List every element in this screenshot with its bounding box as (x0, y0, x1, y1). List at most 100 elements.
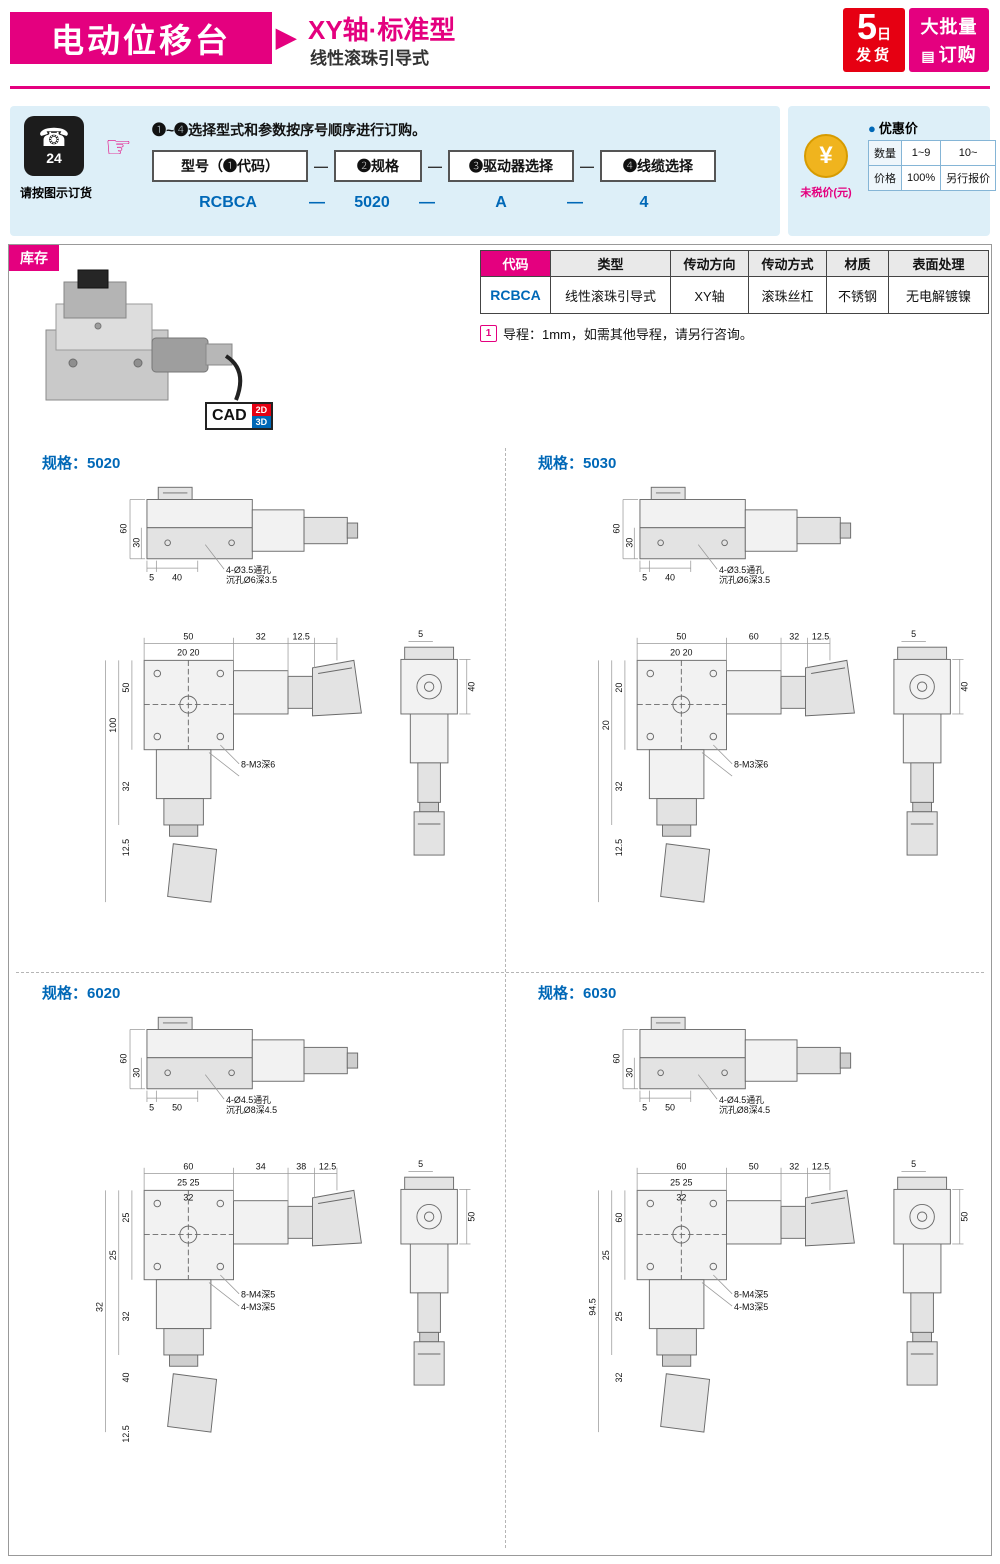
table-header-row: 代码 类型 传动方向 传动方式 材质 表面处理 (480, 250, 989, 277)
model-number-example: RCBCA — 5020 — A — 4 (152, 194, 700, 212)
horizontal-divider (16, 972, 984, 973)
badge-5day-shipping: 5日 发货 (843, 8, 905, 72)
col-header-drive: 传动方式 (748, 250, 827, 277)
spec-drawing-6020: 60 30 5 50 4-Ø4.5通孔 沉孔Ø8深4.5 60 34 38 12… (95, 1016, 476, 1443)
col-header-code: 代码 (480, 250, 551, 277)
dim-label: 12.5 (121, 1425, 131, 1442)
spec-drawing-6030: 60 30 5 50 4-Ø4.5通孔 沉孔Ø8深4.5 60 50 32 12… (588, 1016, 969, 1433)
price-panel: ¥ 未税价(元) ●优惠价 数量 1~9 10~ 价格 100% 另行报价 (788, 106, 997, 236)
dot-icon: ● (868, 121, 876, 136)
title-arrow-icon: ▶ (276, 22, 296, 52)
ordering-instruction: ❶~❹选择型式和参数按序号顺序进行订购。 (152, 122, 427, 138)
hole-note: 4-Ø4.5通孔 (226, 1095, 271, 1105)
spec-drawing-5020: 60 30 5 40 4-Ø3.5通孔 沉孔Ø6深3.5 50 32 12.5 … (105, 486, 476, 903)
cad-label: CAD (212, 407, 247, 424)
dim-label: 34 (256, 1162, 266, 1172)
header-rule (10, 86, 990, 89)
stock-badge: 库存 (9, 245, 59, 271)
hole-note: 沉孔Ø6深3.5 (719, 575, 770, 585)
dim-label: 50 (665, 1102, 675, 1112)
dim-label: 12.5 (614, 839, 624, 856)
dim-label: 25 25 (670, 1178, 692, 1188)
dim-label: 60 (611, 524, 621, 534)
tap-note: 4-M3深5 (734, 1302, 768, 1312)
price-value-2: 另行报价 (940, 165, 997, 191)
model-number-template: 型号（❶代码） — ❷规格 — ❸驱动器选择 — ❹线缆选择 (152, 150, 716, 182)
dim-label: 5 (642, 1102, 647, 1112)
dim-label: 60 (676, 1162, 686, 1172)
drawing-front-view: 50 32 12.5 20 20 50 100 32 12.5 8-M3深6 (105, 632, 362, 903)
phone-24h-icon: ☎ 24 (24, 116, 84, 176)
dim-label: 25 (614, 1311, 624, 1321)
dim-label: 40 (466, 682, 476, 692)
field-spec: ❷规格 (334, 150, 422, 182)
col-header-type: 类型 (550, 250, 671, 277)
field-cable: ❹线缆选择 (600, 150, 716, 182)
drawing-side-view: 5 50 (400, 1159, 476, 1386)
qty-label: 数量 (868, 140, 902, 166)
drawing-top-view: 60 30 5 50 4-Ø4.5通孔 沉孔Ø8深4.5 (611, 1016, 852, 1115)
dim-label: 32 (121, 1311, 131, 1321)
price-value-1: 100% (900, 165, 942, 191)
dim-label: 50 (749, 1162, 759, 1172)
drawing-side-view: 5 50 (893, 1159, 969, 1386)
bulk-order-line1: 大批量 (920, 17, 978, 37)
dim-label: 5 (149, 1102, 154, 1112)
tap-note: 8-M4深5 (734, 1290, 768, 1300)
col-header-material: 材质 (826, 250, 889, 277)
example-cable: 4 (639, 194, 649, 211)
dim-label: 50 (959, 1212, 969, 1222)
tap-note: 8-M4深5 (241, 1290, 275, 1300)
dim-label: 12.5 (293, 632, 310, 642)
dash-separator: — (309, 194, 325, 211)
lead-note: 1 导程：1mm，如需其他导程，请另行咨询。 (480, 324, 753, 343)
phone-icon: ☎ (38, 124, 70, 152)
pointer-hand-icon: ☞ (105, 131, 132, 164)
hole-note: 4-Ø4.5通孔 (719, 1095, 764, 1105)
dim-label: 60 (611, 1054, 621, 1064)
cell-type: 线性滚珠引导式 (550, 276, 671, 314)
dim-label: 30 (131, 1068, 141, 1078)
dim-label: 32 (121, 781, 131, 791)
yen-coin-icon: ¥ (804, 134, 848, 178)
cell-direction: XY轴 (670, 276, 749, 314)
dim-label: 50 (172, 1102, 182, 1112)
spec-panel-5020: 60 30 5 40 4-Ø3.5通孔 沉孔Ø6深3.5 50 32 12.5 … (22, 476, 492, 956)
dim-label: 20 20 (177, 648, 199, 658)
ship-text: 发货 (855, 47, 892, 64)
dash-separator: — (567, 194, 583, 211)
dim-label: 20 (601, 720, 611, 730)
dim-label: 32 (789, 632, 799, 642)
dim-label: 25 25 (177, 1178, 199, 1188)
dim-label: 25 (121, 1213, 131, 1223)
drawing-top-view: 60 30 5 40 4-Ø3.5通孔 沉孔Ø6深3.5 (611, 486, 852, 585)
dim-label: 50 (121, 683, 131, 693)
category-title: XY轴·标准型 (308, 15, 456, 45)
dim-label: 25 (108, 1250, 118, 1260)
col-header-surface: 表面处理 (888, 250, 989, 277)
dim-label: 32 (95, 1302, 105, 1312)
bulk-order-line2: 订购 (938, 45, 977, 65)
dim-label: 30 (131, 538, 141, 548)
price-label: 价格 (868, 165, 902, 191)
spec-label-6020: 规格：6020 (42, 985, 121, 1002)
hole-note: 4-Ø3.5通孔 (719, 565, 764, 575)
dim-label: 20 20 (670, 648, 692, 658)
table-row: 数量 1~9 10~ (868, 140, 997, 166)
discount-title-text: 优惠价 (878, 121, 918, 136)
tap-note: 8-M3深6 (241, 760, 275, 770)
dim-label: 40 (172, 572, 182, 582)
spec-label-5030: 规格：5030 (538, 455, 617, 472)
drawing-front-view: 50 60 32 12.5 20 20 20 20 32 12.5 8-M3深6 (598, 632, 855, 903)
drawing-top-view: 60 30 5 40 4-Ø3.5通孔 沉孔Ø6深3.5 (118, 486, 359, 585)
dim-label: 32 (789, 1162, 799, 1172)
cell-surface: 无电解镀镍 (888, 276, 989, 314)
cad-badge[interactable]: CAD 2D 3D (205, 402, 274, 430)
dim-label: 50 (676, 632, 686, 642)
badge-bulk-order: 大批量 ▤订购 (909, 8, 989, 72)
dim-label: 40 (121, 1373, 131, 1383)
dim-label: 60 (749, 632, 759, 642)
dim-label: 5 (418, 629, 423, 639)
table-row: 价格 100% 另行报价 (868, 165, 997, 191)
